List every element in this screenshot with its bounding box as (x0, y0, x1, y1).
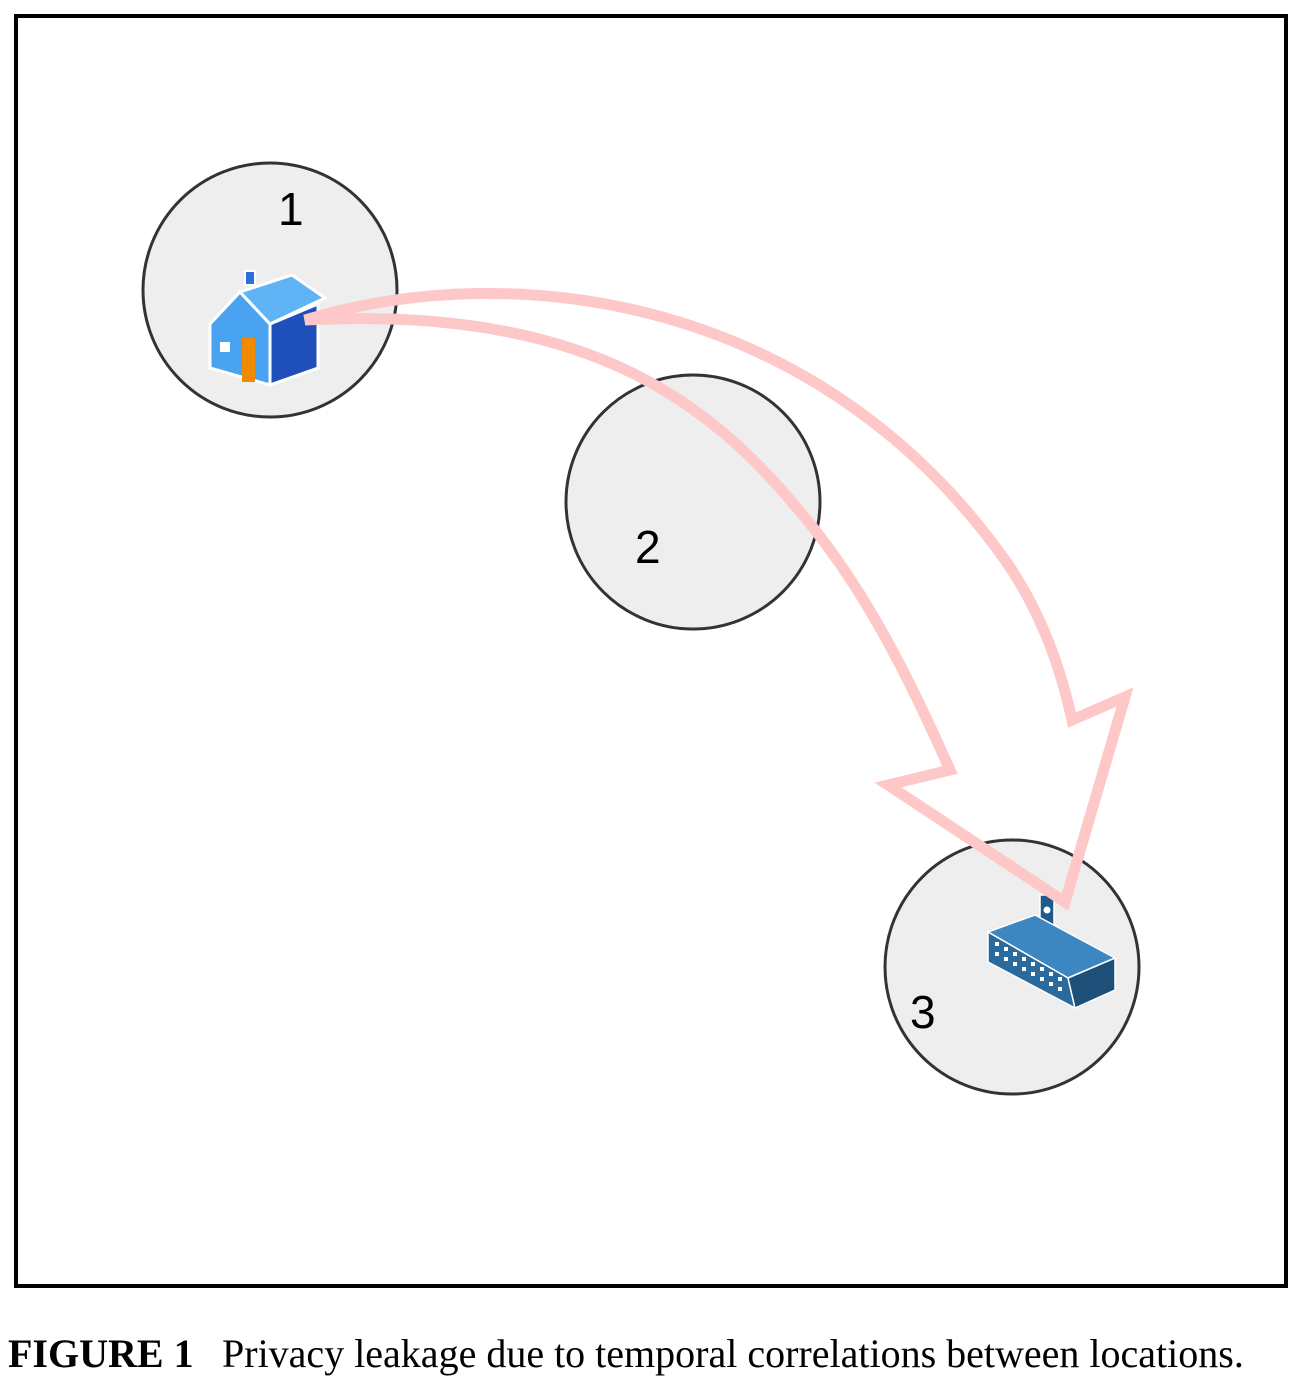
location-2-label: 2 (635, 521, 661, 573)
location-1-label: 1 (278, 183, 304, 235)
office-building-icon (986, 894, 1117, 1010)
figure-caption: FIGURE 1 Privacy leakage due to temporal… (8, 1331, 1244, 1376)
house-icon (208, 270, 328, 388)
arrow-outer (303, 287, 1134, 911)
location-2-circle (564, 373, 822, 631)
location-3-label: 3 (910, 986, 936, 1038)
location-2: 2 (564, 373, 822, 631)
figure-label: FIGURE 1 (8, 1331, 194, 1376)
caption-text: Privacy leakage due to temporal correlat… (222, 1331, 1244, 1376)
